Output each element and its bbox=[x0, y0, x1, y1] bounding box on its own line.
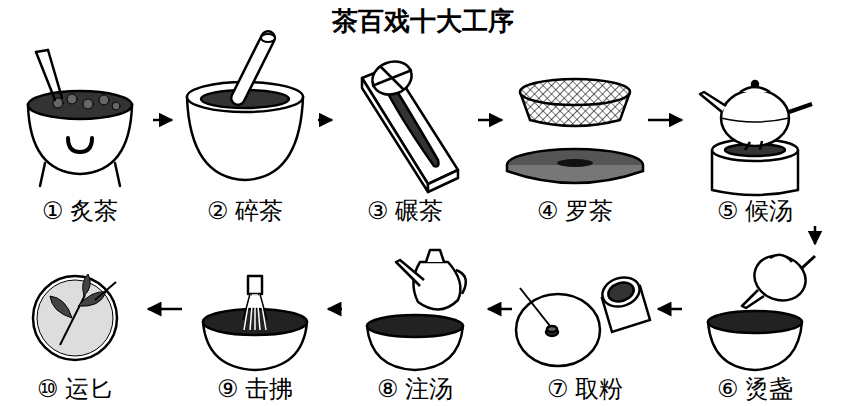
process-step: ⑦ 取粉 bbox=[515, 245, 655, 403]
step-label: ④ 罗茶 bbox=[535, 197, 615, 225]
sieve-picture bbox=[507, 79, 643, 183]
step-label: ③ 碾茶 bbox=[365, 197, 445, 225]
tea-art-picture bbox=[33, 274, 117, 360]
step-label: ⑤ 候汤 bbox=[715, 197, 795, 225]
flow-arrow bbox=[488, 308, 512, 311]
roller-picture bbox=[362, 56, 458, 192]
step-label: ⑨ 击拂 bbox=[215, 375, 295, 403]
flow-arrow bbox=[318, 119, 332, 122]
flow-arrow bbox=[148, 308, 182, 311]
whisk-bowl-picture bbox=[203, 276, 307, 370]
process-step: ⑨ 击拂 bbox=[185, 245, 325, 403]
process-step: ⑤ 候汤 bbox=[685, 45, 825, 225]
powder-picture bbox=[516, 273, 650, 366]
step-label: ① 炙茶 bbox=[40, 197, 120, 225]
process-step: ⑥ 烫盏 bbox=[685, 245, 825, 403]
flow-arrow bbox=[328, 308, 342, 311]
step-label: ⑧ 注汤 bbox=[375, 375, 455, 403]
step-label: ⑩ 运匕 bbox=[35, 375, 115, 403]
brazier-picture bbox=[28, 50, 132, 186]
process-step: ⑩ 运匕 bbox=[5, 245, 145, 403]
flow-arrow bbox=[648, 119, 682, 122]
process-step: ② 碎茶 bbox=[175, 45, 315, 225]
process-step: ④ 罗茶 bbox=[505, 45, 645, 225]
mortar-picture bbox=[187, 34, 303, 180]
diagram-title: 茶百戏十大工序 bbox=[0, 4, 845, 38]
step-label: ⑦ 取粉 bbox=[545, 375, 625, 403]
pour-bowl-picture bbox=[708, 248, 815, 370]
ewer-bowl-picture bbox=[367, 250, 466, 370]
flow-arrow bbox=[658, 308, 682, 311]
stove-kettle-picture bbox=[700, 81, 812, 195]
process-step: ③ 碾茶 bbox=[335, 45, 475, 225]
flow-arrow bbox=[153, 119, 172, 122]
step-label: ⑥ 烫盏 bbox=[715, 375, 795, 403]
flow-arrow bbox=[814, 226, 817, 244]
process-step: ① 炙茶 bbox=[10, 45, 150, 225]
process-step: ⑧ 注汤 bbox=[345, 245, 485, 403]
step-label: ② 碎茶 bbox=[205, 197, 285, 225]
flow-arrow bbox=[478, 119, 502, 122]
